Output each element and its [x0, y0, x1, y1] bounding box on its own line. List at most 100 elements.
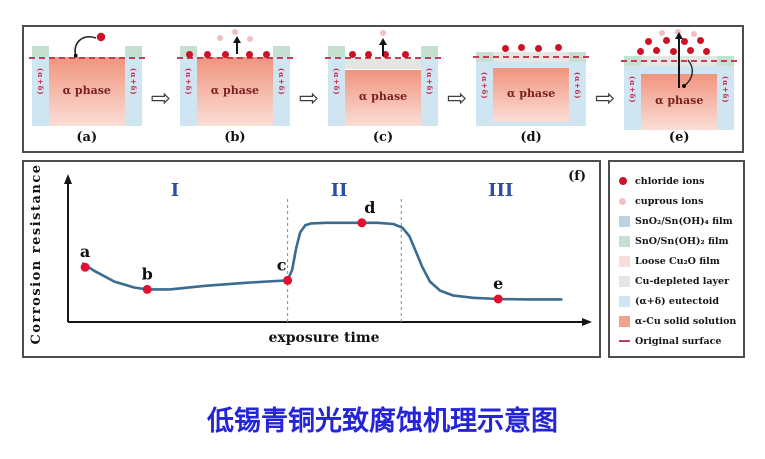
legend-square-icon [619, 275, 630, 287]
ion-release-curve-icon [682, 59, 694, 88]
stage-panel-c: α phase(α+δ)(α+δ)(c) [322, 30, 444, 148]
eutectoid-pillar-label: (α+δ) [276, 68, 286, 96]
eutectoid-pillar [179, 46, 197, 126]
chloride-ion-dot [263, 50, 271, 58]
eutectoid-pillar [124, 46, 142, 126]
chloride-ion-dot [401, 50, 409, 58]
eutectoid-pillar [421, 46, 438, 126]
subfigure-tag-f: (f) [568, 169, 586, 184]
legend-item-label: SnO/Sn(OH)₂ film [635, 235, 729, 247]
sno-film-cap [272, 46, 290, 57]
stage-panel-tag: (b) [224, 130, 246, 145]
up-arrow-icon [379, 38, 387, 45]
legend-swatch-square [619, 215, 635, 227]
legend-item-label: Cu-depleted layer [635, 275, 730, 287]
curve-point-label-d: d [364, 198, 375, 217]
stage-panel-tag: (c) [372, 130, 394, 145]
y-axis-arrowhead-icon [64, 174, 72, 184]
curve-point-label-e: e [493, 274, 503, 293]
chloride-ion-dot [686, 46, 694, 54]
legend-item-label: chloride ions [635, 175, 705, 187]
y-axis-label: Corrosion resistance [29, 163, 44, 344]
chloride-ion-dot [652, 46, 660, 54]
chloride-ion-dot [636, 47, 644, 55]
eutectoid-pillar-label: (α+δ) [128, 68, 138, 96]
chloride-ion-dot [696, 36, 704, 44]
chloride-ion-dot [534, 44, 542, 52]
chloride-ion-dot [348, 50, 356, 58]
cuprous-ion-dot [216, 35, 223, 41]
region-label-I: I [171, 180, 179, 201]
legend-swatch-dashes [619, 340, 635, 342]
curve-point-c [283, 275, 293, 285]
legend-item-label: Original surface [635, 335, 722, 347]
figure-caption: 低锡青铜光致腐蚀机理示意图 [207, 406, 558, 437]
stage-arrow-icon: ⇨ [150, 84, 171, 112]
alpha-phase-block [196, 57, 273, 126]
chloride-ion-dot [246, 50, 254, 58]
legend-item: (α+δ) eutectoid [619, 291, 743, 311]
legend-square-icon [619, 235, 630, 247]
eutectoid-pillar-label: (α+δ) [183, 68, 193, 96]
curve-point-label-c: c [277, 255, 287, 274]
curve-point-b [142, 284, 152, 294]
alpha-phase-block [345, 70, 421, 126]
legend-item: α-Cu solid solution [619, 311, 743, 331]
chloride-ion-dot [204, 50, 212, 58]
up-arrow-icon [675, 32, 684, 39]
legend-item-label: cuprous ions [635, 195, 704, 207]
cuprous-ion-dot [380, 30, 386, 36]
stage-panel-e: α phase(α+δ)(α+δ)(e) [618, 29, 740, 148]
alpha-phase-label: α phase [358, 90, 408, 103]
legend-swatch-square [619, 255, 635, 267]
eutectoid-pillar-label: (α+δ) [35, 68, 45, 96]
sno-film-cap [328, 46, 345, 57]
eutectoid-pillar-label: (α+δ) [628, 76, 638, 104]
curve-point-d [357, 218, 367, 228]
x-axis-label: exposure time [268, 330, 379, 346]
curve-point-label-a: a [80, 242, 90, 261]
legend-item-label: (α+δ) eutectoid [635, 295, 720, 307]
chloride-ion-dot [554, 43, 562, 51]
legend-item: SnO₂/Sn(OH)₄ film [619, 211, 743, 231]
chloride-ion-dot [702, 47, 710, 55]
alpha-phase-label: α phase [210, 83, 260, 97]
curve-point-a [80, 262, 90, 272]
legend-square-icon [619, 295, 630, 307]
stage-panel-tag: (a) [76, 130, 98, 145]
legend-swatch-square [619, 315, 635, 327]
eutectoid-pillar-label: (α+δ) [480, 72, 490, 100]
stage-arrow-icon: ⇨ [447, 84, 468, 112]
stage-sequence-box: α phase (α+δ) (α+δ) (a) ⇨ α phase (α+δ) (α+δ) (b… [22, 25, 744, 153]
legend-swatch-square [619, 275, 635, 287]
legend-item: chloride ions [619, 171, 743, 191]
chloride-ion-dot [662, 36, 670, 44]
alpha-phase-label: α phase [655, 94, 704, 107]
legend-item: SnO/Sn(OH)₂ film [619, 231, 743, 251]
sno-film-cap [124, 46, 142, 57]
cuprous-ion-dot [659, 30, 666, 36]
legend-item: cuprous ions [619, 191, 743, 211]
curve-point-label-b: b [142, 264, 153, 283]
alpha-phase-label: α phase [506, 87, 556, 100]
eutectoid-pillar-label: (α+δ) [573, 72, 583, 100]
eutectoid-pillar-label: (α+δ) [721, 76, 731, 104]
chloride-ion-dot [680, 37, 688, 45]
legend-square-icon [619, 255, 630, 267]
stage-panel-d: α phase(α+δ)(α+δ)(d) [470, 30, 592, 148]
legend-item: Cu-depleted layer [619, 271, 743, 291]
legend-swatch-square [619, 235, 635, 247]
legend-item: Loose Cu₂O film [619, 251, 743, 271]
legend-item-label: SnO₂/Sn(OH)₄ film [635, 215, 733, 227]
up-arrow-icon [232, 36, 241, 43]
original-surface-line [28, 57, 145, 59]
resistance-curve [81, 221, 563, 301]
legend-item-label: Loose Cu₂O film [635, 255, 720, 267]
legend-circle-small-icon [619, 197, 626, 205]
region-label-III: III [488, 180, 513, 201]
chloride-ion-dot [644, 37, 652, 45]
curve-point-e [493, 294, 503, 304]
